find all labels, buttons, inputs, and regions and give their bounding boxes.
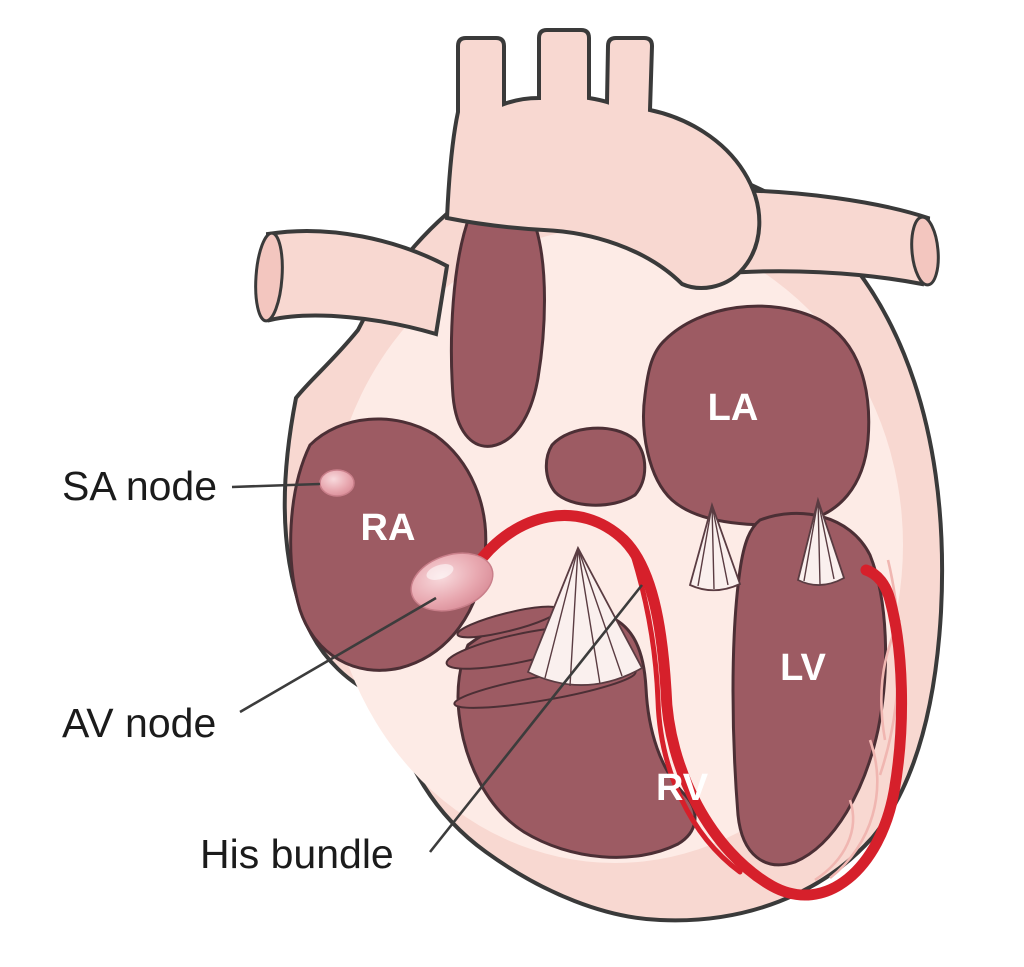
conduction-main-path: [470, 510, 908, 901]
right-vessel-opening: [910, 215, 940, 287]
ra-label: RA: [361, 507, 416, 549]
la-label: LA: [708, 387, 759, 429]
sa-node-dot: [319, 469, 355, 497]
lv-chamber: [731, 512, 888, 867]
sa-node-label: SA node: [62, 463, 217, 509]
aorta: [444, 28, 762, 290]
valve-chordae: [526, 496, 846, 687]
av-node-highlight: [426, 564, 454, 580]
av-node-leader-line: [239, 596, 437, 714]
aortic-root-chamber: [544, 426, 647, 507]
left-vessel-opening: [254, 231, 284, 323]
av-node-label: AV node: [62, 700, 216, 746]
left-pulmonary-vessel: [265, 228, 450, 337]
lv-label: LV: [780, 647, 826, 689]
his-bundle-leader-line: [428, 584, 644, 853]
leader-lines: [231, 482, 644, 853]
av-node-dot: [410, 552, 494, 612]
his-bundle-label: His bundle: [200, 831, 394, 877]
sa-node-leader-line: [231, 482, 321, 489]
conduction-branch: [627, 543, 743, 875]
rv-label: RV: [656, 767, 709, 809]
la-chamber: [642, 304, 871, 527]
heart-illustration: [254, 28, 945, 923]
